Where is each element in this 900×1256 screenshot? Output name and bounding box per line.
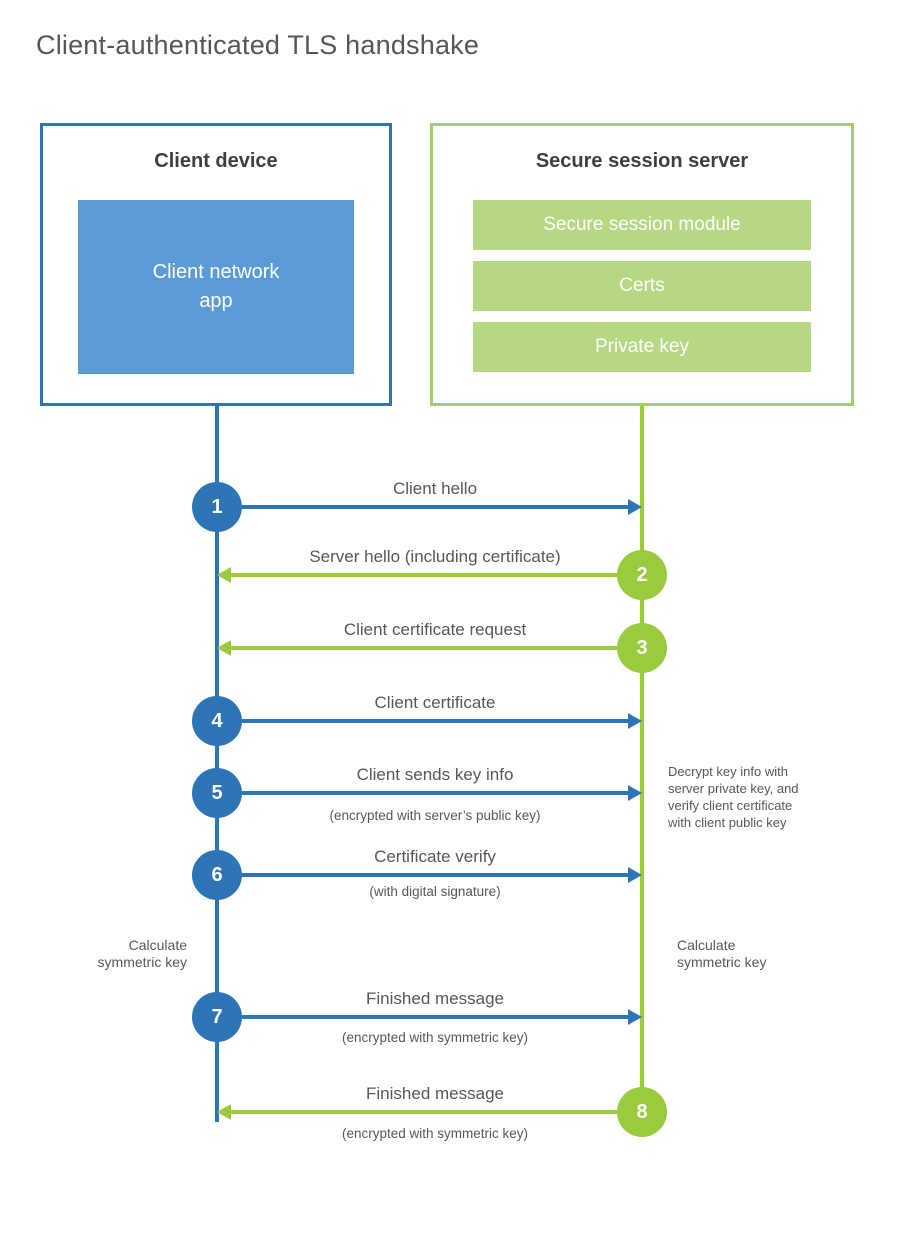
decrypt-key-note: Decrypt key info with server private key… xyxy=(668,764,799,830)
step-7-badge: 7 xyxy=(192,992,242,1042)
client-network-app-box: Client network app xyxy=(78,200,354,374)
step-8-badge: 8 xyxy=(617,1087,667,1137)
step-7-sublabel: (encrypted with symmetric key) xyxy=(341,1030,529,1045)
step-2-badge: 2 xyxy=(617,550,667,600)
step-3-label: Client certificate request xyxy=(343,620,527,639)
step-3-arrow xyxy=(231,646,617,650)
step-2-arrow xyxy=(231,573,617,577)
secure-session-server-title: Secure session server xyxy=(535,150,749,172)
step-4-arrowhead-icon xyxy=(628,713,642,729)
server-module-secure-session: Secure session module xyxy=(473,200,811,250)
step-3-badge: 3 xyxy=(617,623,667,673)
step-2-label: Server hello (including certificate) xyxy=(309,547,561,566)
calculate-symmetric-key-left-note: Calculate symmetric key xyxy=(97,937,187,970)
step-8-sublabel: (encrypted with symmetric key) xyxy=(341,1126,529,1141)
step-6-arrowhead-icon xyxy=(628,867,642,883)
client-device-title: Client device xyxy=(154,150,278,172)
step-1-label: Client hello xyxy=(392,479,478,498)
step-7-arrowhead-icon xyxy=(628,1009,642,1025)
step-6-arrow xyxy=(242,873,628,877)
step-5-badge: 5 xyxy=(192,768,242,818)
server-lifeline xyxy=(640,406,644,1112)
step-8-arrowhead-icon xyxy=(217,1104,231,1120)
step-4-arrow xyxy=(242,719,628,723)
step-5-arrowhead-icon xyxy=(628,785,642,801)
step-4-label: Client certificate xyxy=(374,693,496,712)
step-1-arrow xyxy=(242,505,628,509)
step-8-arrow xyxy=(231,1110,617,1114)
step-1-badge: 1 xyxy=(192,482,242,532)
step-6-badge: 6 xyxy=(192,850,242,900)
step-8-label: Finished message xyxy=(366,1084,504,1103)
step-5-label: Client sends key info xyxy=(356,765,514,784)
step-2-arrowhead-icon xyxy=(217,567,231,583)
client-device-box: Client device Client network app xyxy=(40,123,392,406)
step-3-arrowhead-icon xyxy=(217,640,231,656)
server-module-private-key: Private key xyxy=(473,322,811,372)
step-5-arrow xyxy=(242,791,628,795)
client-lifeline xyxy=(215,406,219,1122)
step-1-arrowhead-icon xyxy=(628,499,642,515)
step-7-arrow xyxy=(242,1015,628,1019)
step-6-sublabel: (with digital signature) xyxy=(369,884,501,899)
step-4-badge: 4 xyxy=(192,696,242,746)
step-7-label: Finished message xyxy=(366,989,504,1008)
page-title: Client-authenticated TLS handshake xyxy=(36,30,480,60)
step-6-label: Certificate verify xyxy=(374,847,496,866)
server-module-certs: Certs xyxy=(473,261,811,311)
secure-session-server-box: Secure session server Secure session mod… xyxy=(430,123,854,406)
calculate-symmetric-key-right-note: Calculate symmetric key xyxy=(677,937,767,970)
step-5-sublabel: (encrypted with server’s public key) xyxy=(329,808,541,823)
